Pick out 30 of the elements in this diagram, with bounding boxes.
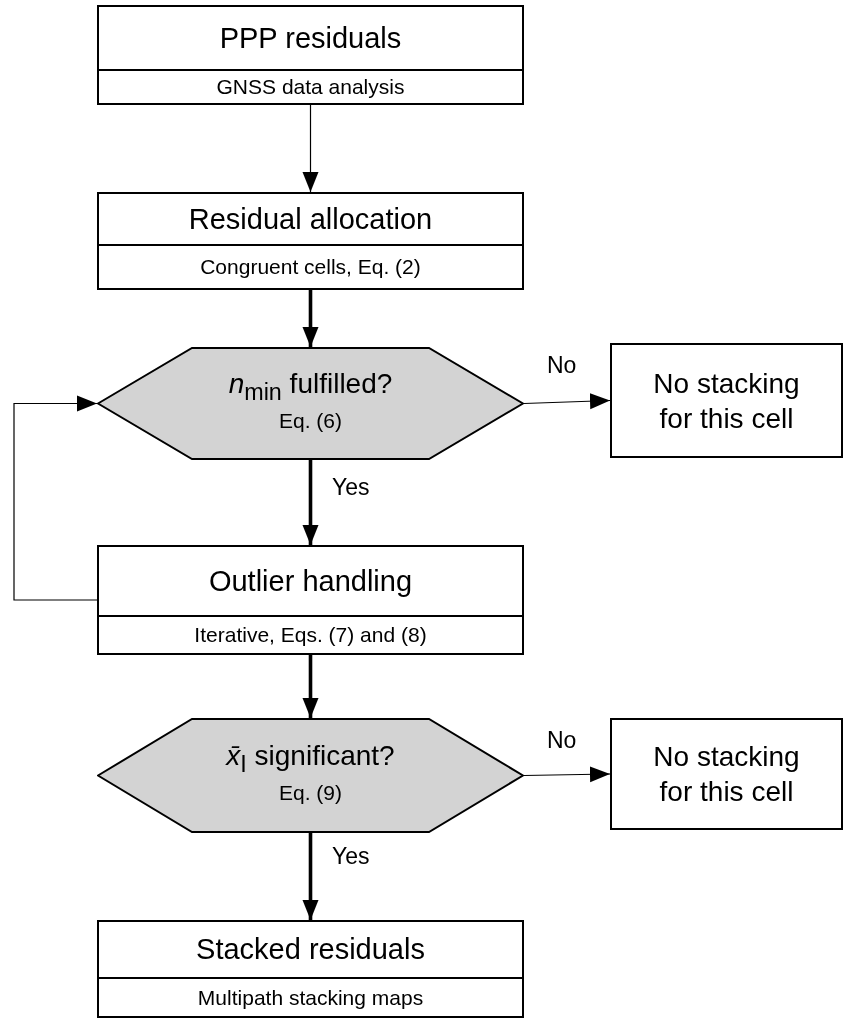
arrow [302,655,319,718]
box-text: No stacking for this cell [652,740,801,809]
box-subtitle: Congruent cells, Eq. (2) [99,244,522,288]
box-title: Residual allocation [187,201,434,237]
arrow [302,290,319,347]
box-subtitle: Multipath stacking maps [99,977,522,1016]
process-box [97,192,524,290]
arrow [13,395,98,601]
box-title: PPP residuals [218,20,403,56]
arrow [523,393,611,410]
terminal-box [610,343,843,458]
box-title: Outlier handling [207,563,414,599]
arrow [302,104,319,193]
process-box [97,920,524,1018]
box-subtitle: Iterative, Eqs. (7) and (8) [99,615,522,653]
box-text: No stacking for this cell [652,366,801,436]
decision-hexagon [97,347,524,460]
terminal-box [610,718,843,830]
box-title: x̄$_{I}$ significant? [226,739,395,778]
box-title: Stacked residuals [195,932,426,967]
box-subtitle: Eq. (9) [279,781,342,806]
box-subtitle: GNSS data analysis [99,69,522,103]
process-box [97,545,524,655]
box-title: n$_{min}$ fulfilled? [228,367,393,406]
arrow [302,833,319,920]
process-box [97,5,524,105]
arrow [523,766,611,783]
decision-hexagon [97,718,524,833]
arrow [302,460,319,545]
box-subtitle: Eq. (6) [279,409,342,434]
